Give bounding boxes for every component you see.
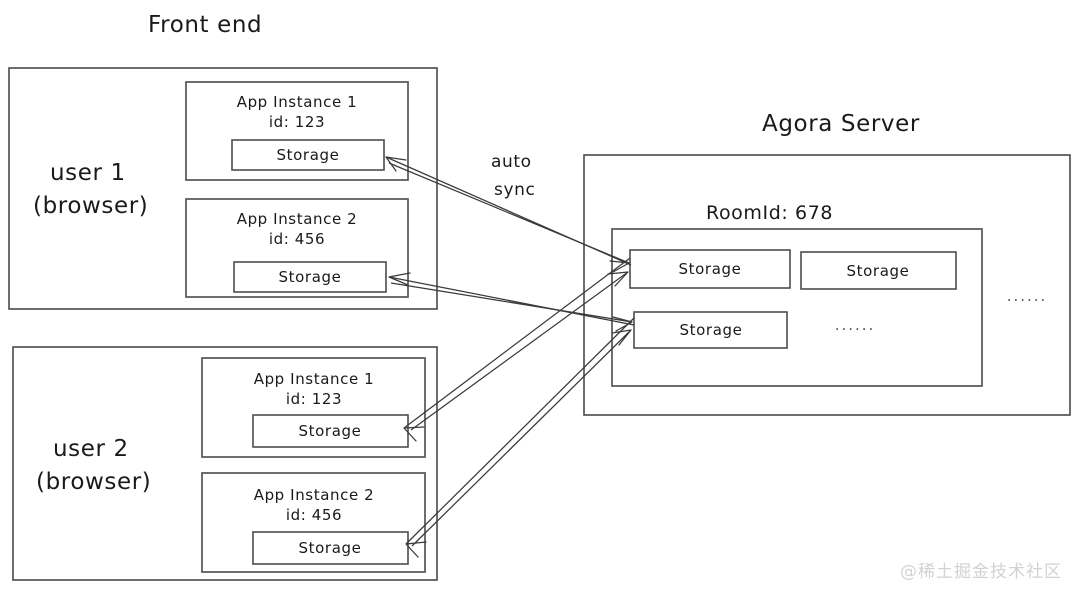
server-storage-2-label: Storage	[847, 262, 910, 280]
auto-sync-line2: sync	[494, 180, 535, 200]
user-1-instance-1-storage-box[interactable]	[231, 139, 385, 171]
room-id-label: RoomId: 678	[706, 202, 833, 224]
user-1-label-line2: (browser)	[33, 193, 148, 219]
user-1-instance-2-storage-label: Storage	[279, 268, 342, 286]
agora-server-group: Agora Server RoomId: 678 Storage Storage…	[583, 111, 1071, 416]
user-1-instance-2-storage-box[interactable]	[233, 261, 387, 293]
user-2-label-line2: (browser)	[36, 469, 151, 495]
user-1-instance-2-title: App Instance 2	[237, 210, 358, 228]
auto-sync-line1: auto	[491, 152, 532, 172]
user-2-instance-1-title: App Instance 1	[254, 370, 375, 388]
user-2-container	[12, 346, 438, 581]
watermark: @稀土掘金技术社区	[900, 562, 1062, 582]
user-1-instance-1-title: App Instance 1	[237, 93, 358, 111]
user-2-app-instance-1: App Instance 1 id: 123 Storage	[201, 357, 426, 458]
agora-server-title: Agora Server	[762, 111, 920, 137]
user-2-instance-2-storage-box[interactable]	[252, 531, 409, 565]
user-2-instance-1-storage-box[interactable]	[252, 414, 409, 448]
user-1-instance-1-id: id: 123	[269, 113, 325, 131]
server-ellipsis: ......	[1007, 287, 1048, 305]
user-2-instance-1-id: id: 123	[286, 390, 342, 408]
user-2-app-instance-2: App Instance 2 id: 456 Storage	[201, 472, 426, 573]
user-2-instance-1-box	[201, 357, 426, 458]
arrow-user2-inst1-to-server1	[410, 271, 629, 431]
user-2-group: user 2 (browser) App Instance 1 id: 123 …	[12, 346, 438, 581]
user-1-instance-2-id: id: 456	[269, 230, 325, 248]
arrow-user1-inst1-to-server1	[388, 162, 630, 273]
user-2-instance-2-id: id: 456	[286, 506, 342, 524]
room-container	[611, 228, 983, 387]
agora-server-container	[583, 154, 1071, 416]
user-2-instance-2-box	[201, 472, 426, 573]
user-1-container	[8, 67, 438, 310]
user-2-instance-2-title: App Instance 2	[254, 486, 375, 504]
room-ellipsis: ......	[835, 316, 876, 334]
user-1-label-line1: user 1	[50, 160, 126, 186]
server-storage-3-box[interactable]	[633, 311, 788, 349]
arrow-user1-inst2-to-server3	[390, 282, 633, 332]
frontend-title: Front end	[148, 12, 262, 38]
user-1-app-instance-2: App Instance 2 id: 456 Storage	[185, 198, 409, 298]
user-1-instance-2-box	[185, 198, 409, 298]
server-storage-2-box[interactable]	[800, 251, 957, 290]
server-storage-1-box[interactable]	[629, 249, 791, 289]
server-storage-1-label: Storage	[679, 260, 742, 278]
user-2-label-line1: user 2	[53, 436, 129, 462]
arrow-user2-inst2-to-server3	[411, 329, 632, 547]
server-storage-3-label: Storage	[680, 321, 743, 339]
user-1-instance-1-box	[185, 81, 409, 181]
user-2-instance-2-storage-label: Storage	[299, 539, 362, 557]
arrow-server-to-user2-inst2	[405, 317, 635, 558]
arrow-server-to-user2-inst1	[403, 257, 631, 442]
user-1-instance-1-storage-label: Storage	[277, 146, 340, 164]
user-1-app-instance-1: App Instance 1 id: 123 Storage	[185, 81, 409, 181]
arrow-server3-to-user1-inst2	[388, 272, 635, 326]
user-1-group: user 1 (browser) App Instance 1 id: 123 …	[8, 67, 438, 310]
auto-sync-label: auto sync	[491, 152, 535, 200]
user-2-instance-1-storage-label: Storage	[299, 422, 362, 440]
